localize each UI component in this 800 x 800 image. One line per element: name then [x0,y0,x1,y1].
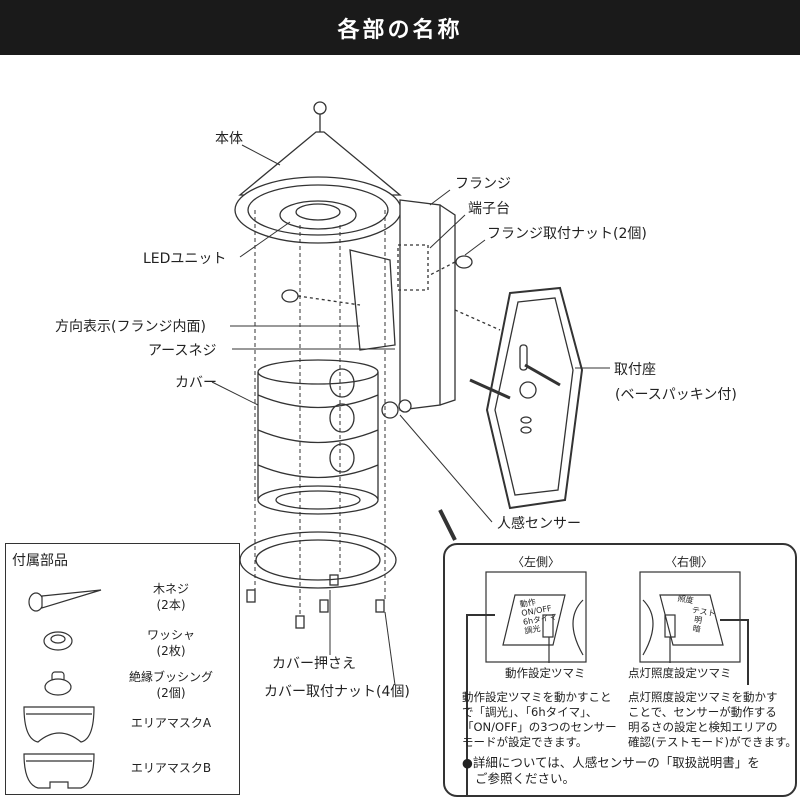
wood-screw-icon [28,589,102,612]
label-flange: フランジ [455,176,511,192]
label-cover-holder: カバー押さえ [272,656,356,672]
bushing-icon [44,671,72,696]
accessory-name: 木ネジ [152,582,189,596]
right-side-heading: 〈右側〉 [665,555,714,569]
page-title: 各部の名称 [0,0,800,55]
right-description-line: 点灯照度設定ツマミを動かす [628,690,778,704]
sensor-detail-box: 〈左側〉 〈右側〉 動作 ON/OFF 6hタイマ 調光 照度 テスト 明 暗 … [443,543,797,797]
label-cover-nut: カバー取付ナット(4個) [264,684,410,700]
flange-nuts [281,255,473,306]
label-led-unit: LEDユニット [143,251,227,267]
label-mount-base-note: (ベースパッキン付) [615,387,737,403]
accessory-name: エリアマスクA [130,716,212,730]
label-cover: カバー [175,375,217,391]
area-mask-b-icon [23,753,95,789]
accessory-name: 絶縁ブッシング [128,670,213,684]
area-mask-a-icon [23,706,95,743]
right-description-line: 明るさの設定と検知エリアの [628,720,778,734]
flange [349,199,456,419]
accessories-box: 付属部品 木ネジ (2本) ワッシャ (2枚) 絶縁ブッシング (2個) エリア… [5,543,240,795]
left-description-line: 動作設定ツマミを動かすこと [462,690,612,704]
note-line: ●詳細については、人感センサーの「取扱説明書」を [462,755,760,770]
note-line: ご参照ください。 [475,771,576,786]
label-mount-base: 取付座 [614,362,656,378]
right-sensor-panel [639,571,749,685]
accessory-name: ワッシャ [146,628,195,642]
left-description-line: で「調光」、「6hタイマ」、 [462,705,598,719]
label-sensor: 人感センサー [497,516,581,532]
accessory-name: エリアマスクB [130,761,212,775]
label-body: 本体 [215,131,243,147]
cover-holder-ring [239,531,397,629]
cover [257,359,379,515]
label-direction: 方向表示(フランジ内面) [55,319,206,335]
label-earth-screw: アースネジ [148,343,217,359]
accessory-qty: (2枚) [156,644,186,658]
left-description-line: モードが設定できます。 [462,735,588,749]
mount-base [454,286,584,510]
right-description-line: 確認(テストモード)ができます。 [628,735,797,749]
label-flange-nut: フランジ取付ナット(2個) [487,226,647,242]
accessories-heading: 付属部品 [12,553,68,569]
left-side-heading: 〈左側〉 [512,555,561,569]
right-description-line: ことで、センサーが動作する [628,705,777,719]
body-cone [234,101,402,244]
left-description-line: 「ON/OFF」の3つのセンサー [462,720,617,734]
label-terminal: 端子台 [468,201,510,217]
left-knob-label: 動作設定ツマミ [505,666,586,680]
accessory-qty: (2本) [156,598,186,612]
accessory-qty: (2個) [156,686,186,700]
right-knob-label: 点灯照度設定ツマミ [628,666,732,680]
washer-icon [43,631,73,651]
left-sensor-panel [466,571,587,795]
